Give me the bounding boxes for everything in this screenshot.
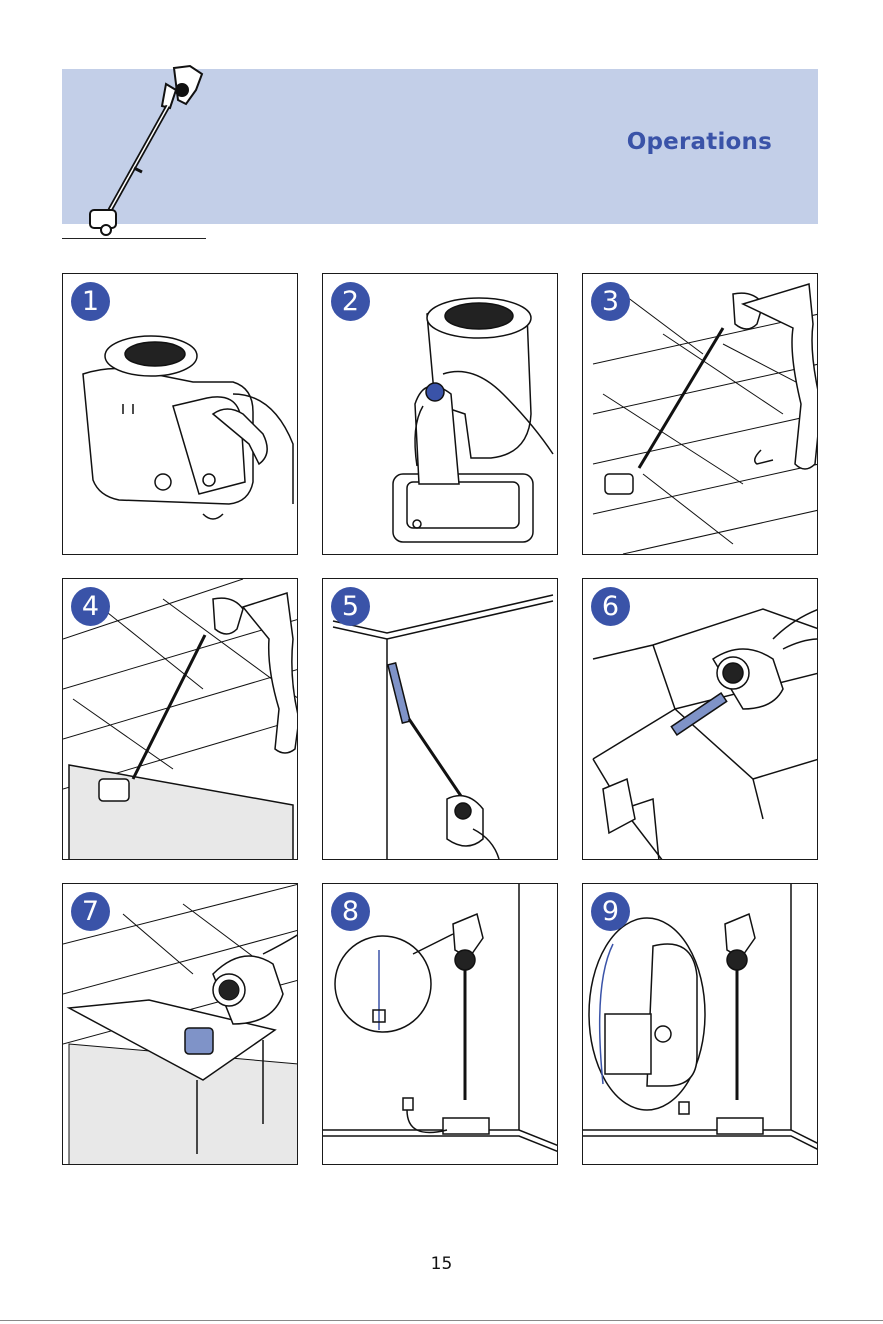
step-number-badge: 2 xyxy=(331,282,370,321)
page-bottom-rule xyxy=(0,1320,883,1321)
step-number-badge: 8 xyxy=(331,892,370,931)
step-number-badge: 1 xyxy=(71,282,110,321)
step-panel-5: 5 xyxy=(322,578,558,860)
step-panel-2: 2 xyxy=(322,273,558,555)
step-panel-8: 8 xyxy=(322,883,558,1165)
page-number: 15 xyxy=(0,1254,883,1274)
step-number-badge: 9 xyxy=(591,892,630,931)
step-panel-3: 3 xyxy=(582,273,818,555)
step-number-badge: 5 xyxy=(331,587,370,626)
step-panel-7: 7 xyxy=(62,883,298,1165)
step-number-badge: 3 xyxy=(591,282,630,321)
step-panel-1: 1 xyxy=(62,273,298,555)
step-number-badge: 7 xyxy=(71,892,110,931)
section-title: Operations xyxy=(627,129,772,155)
step-panel-4: 4 xyxy=(62,578,298,860)
step-number-badge: 4 xyxy=(71,587,110,626)
step-number-badge: 6 xyxy=(591,587,630,626)
step-panel-6: 6 xyxy=(582,578,818,860)
stick-vacuum-icon xyxy=(62,60,222,242)
step-panel-9: 9 xyxy=(582,883,818,1165)
